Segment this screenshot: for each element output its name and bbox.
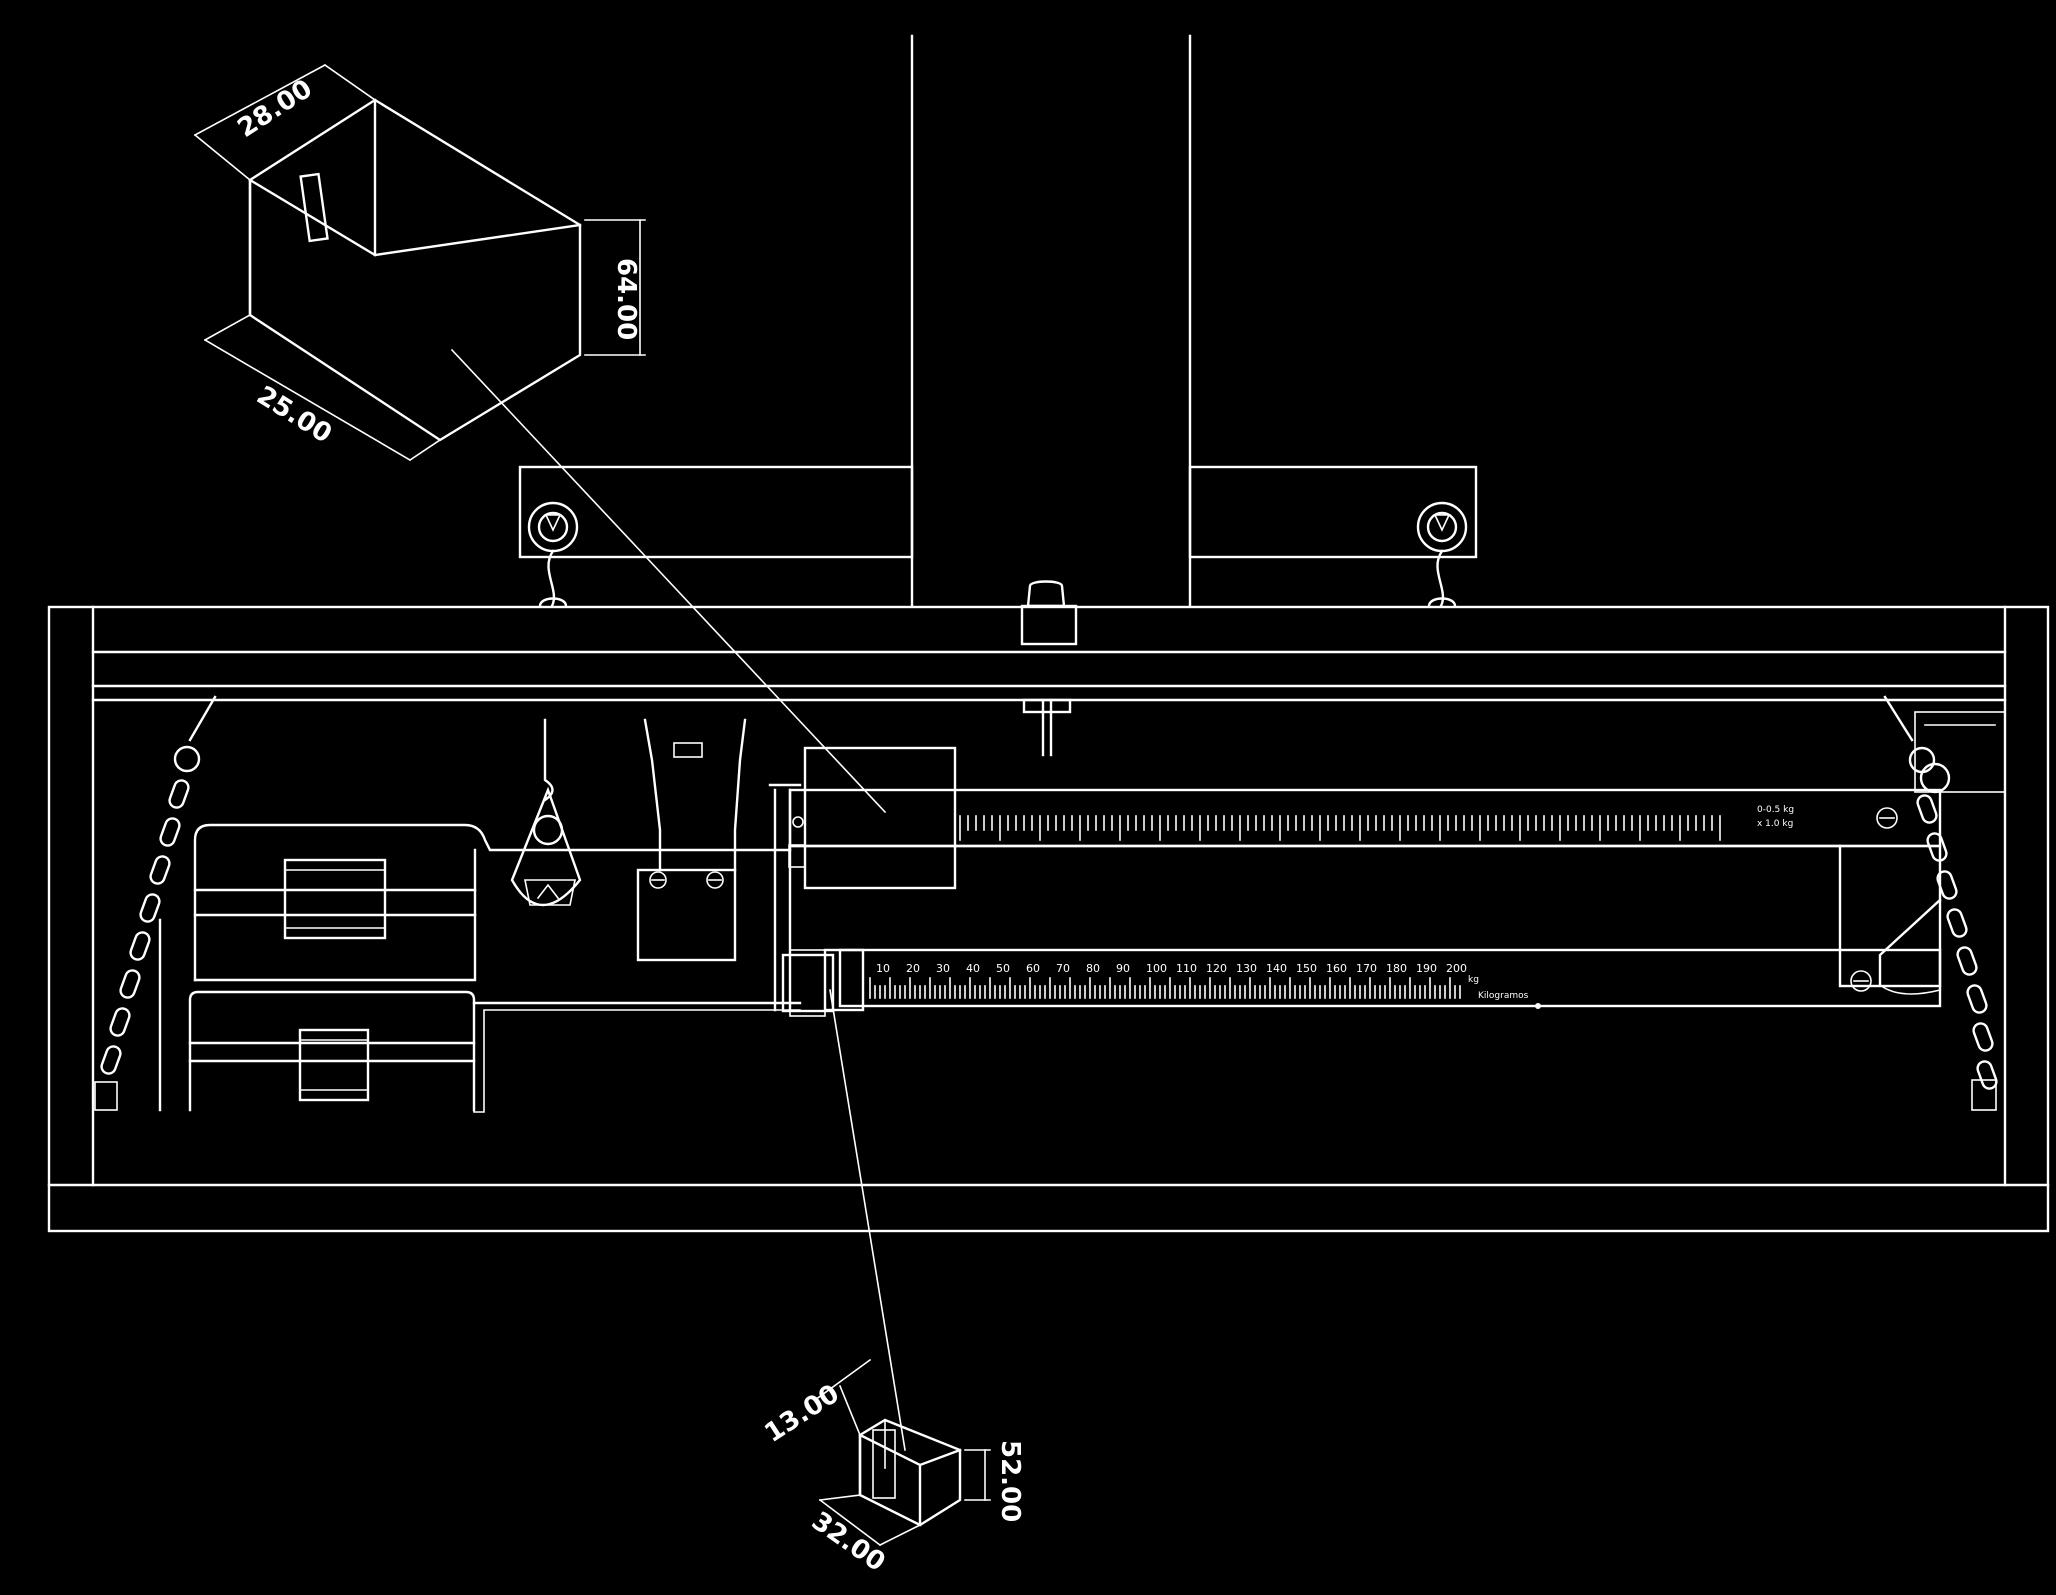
main-frame	[47, 605, 2050, 1233]
lower-beam-tick-label: 50	[996, 962, 1010, 975]
clamp-block	[636, 718, 747, 962]
lower-beam-tick-label: 140	[1266, 962, 1287, 975]
upper-poise	[803, 746, 957, 890]
dim-bottom-length: 32.00	[806, 1506, 891, 1578]
dim-top-height: 64.00	[611, 258, 641, 340]
lower-beam-tick-label: 40	[966, 962, 980, 975]
lower-beam-tick-label: 130	[1236, 962, 1257, 975]
chain-right	[1883, 695, 1998, 1111]
hanger-eye-left	[527, 501, 579, 608]
callout-bottom-poise: 13.00 52.00 32.00	[759, 989, 1025, 1578]
upper-beam-ticks	[959, 815, 1721, 841]
lower-beam-tick-label: 70	[1056, 962, 1070, 975]
lower-beam-tick-label: 110	[1176, 962, 1197, 975]
lower-beam-tick-label: 200	[1446, 962, 1467, 975]
dim-top-length: 25.00	[251, 380, 337, 449]
lower-beam-tick-label: 80	[1086, 962, 1100, 975]
lower-beam-tick-labels: 10 20 30 40 50 60 70 80 90 100 110 120 130 140 150 160 1…	[876, 962, 1467, 975]
hanger-eye-right	[1416, 501, 1468, 608]
lower-beam-tick-label: 180	[1386, 962, 1407, 975]
upper-beam: 0-0.5 kg x 1.0 kg	[788, 788, 1942, 848]
lower-beam-ticks	[869, 977, 1461, 999]
lower-beam: 10 20 30 40 50 60 70 80 90 100 110 120 130 140 150 160 1…	[788, 844, 1942, 1009]
counterweight-cradle	[158, 823, 802, 1113]
lower-beam-tick-label: 20	[906, 962, 920, 975]
pendulum-hook	[510, 718, 582, 906]
lower-beam-tick-label: 150	[1296, 962, 1317, 975]
upper-beam-marking-1: 0-0.5 kg	[1757, 805, 1794, 815]
lower-beam-tick-label: 120	[1206, 962, 1227, 975]
lower-beam-tick-label: 30	[936, 962, 950, 975]
lower-beam-tick-label: 10	[876, 962, 890, 975]
dim-bottom-height: 52.00	[995, 1440, 1025, 1522]
lower-beam-tick-label: 90	[1116, 962, 1130, 975]
upper-beam-marking-2: x 1.0 kg	[1757, 819, 1793, 829]
lower-beam-tick-label: 170	[1356, 962, 1377, 975]
lower-beam-tick-label: 60	[1026, 962, 1040, 975]
lower-poise	[781, 948, 865, 1017]
lower-beam-tick-label: 190	[1416, 962, 1437, 975]
vertical-mast	[910, 34, 1192, 608]
dim-top-width: 28.00	[232, 74, 317, 144]
hanger-brackets	[518, 465, 1478, 757]
lower-beam-unit: kg	[1468, 975, 1479, 985]
lower-beam-tick-label: 160	[1326, 962, 1347, 975]
chain-left	[94, 695, 217, 1111]
dim-bottom-width: 13.00	[759, 1379, 844, 1449]
beam-support	[768, 783, 806, 1012]
lower-beam-tick-label: 100	[1146, 962, 1167, 975]
lower-beam-caption: Kilogramos	[1478, 991, 1529, 1001]
